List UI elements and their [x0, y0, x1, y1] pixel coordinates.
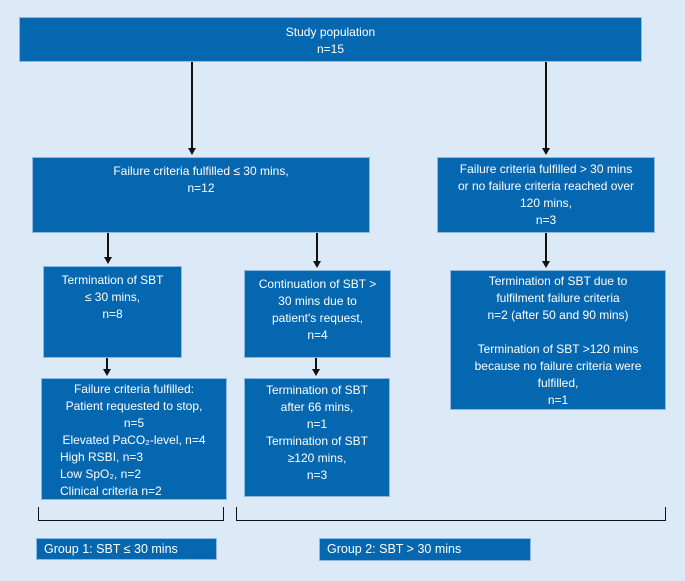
arrow-study-to-failure-gt30 — [542, 62, 551, 155]
arrow-head-icon — [104, 257, 112, 264]
box-text-line: Clinical criteria n=2 — [60, 484, 162, 498]
arrow-shaft — [545, 62, 547, 148]
arrow-head-icon — [542, 148, 550, 155]
box-text-line: Study population — [285, 25, 376, 39]
box-text-line: Elevated PaCO₂-level, n=4 — [62, 433, 206, 447]
box-text-line: Continuation of SBT > — [258, 277, 377, 291]
group2-label-box: Group 2: SBT > 30 mins — [319, 538, 531, 561]
arrow-shaft — [107, 233, 109, 257]
box-text-line: or no failure criteria reached over — [457, 179, 635, 193]
box-text-line: n=1 — [306, 417, 328, 431]
arrow-termination-le30-to-failure-detail — [103, 358, 112, 376]
box-text-line: Termination of SBT >120 mins — [477, 342, 639, 356]
box-text-line: n=3 — [306, 468, 328, 482]
box-text-line: because no failure criteria were — [474, 359, 642, 373]
arrow-shaft — [316, 233, 318, 261]
box-failure-detail: Failure criteria fulfilled: Patient requ… — [41, 378, 227, 500]
box-text-line: Failure criteria fulfilled ≤ 30 mins, — [113, 164, 289, 178]
arrow-failure-le30-to-continuation — [313, 233, 322, 268]
box-text-line — [451, 324, 665, 341]
box-text-line: fulfilled, — [537, 376, 579, 390]
box-text-line: Failure criteria fulfilled > 30 mins — [459, 162, 633, 176]
arrow-shaft — [106, 358, 108, 369]
box-termination-le30: Termination of SBT ≤ 30 mins, n=8 — [43, 266, 182, 358]
box-text-line: Termination of SBT due to — [488, 274, 628, 288]
box-termination-right: Termination of SBT due to fulfilment fai… — [450, 270, 666, 410]
group1-label-box: Group 1: SBT ≤ 30 mins — [36, 538, 217, 560]
group1-bracket — [38, 507, 224, 521]
box-text-line: n=4 — [307, 328, 328, 342]
box-text-line: patient's request, — [271, 311, 363, 325]
box-text-line: Low SpO₂, n=2 — [60, 467, 142, 481]
arrow-head-icon — [103, 369, 111, 376]
arrow-study-to-failure-le30 — [188, 62, 197, 155]
arrow-shaft — [545, 233, 547, 261]
box-text-line: High RSBI, n=3 — [60, 450, 144, 464]
box-termination-detail: Termination of SBT after 66 mins, n=1 Te… — [244, 378, 390, 497]
group2-bracket — [236, 507, 666, 521]
box-text-line: ≥120 mins, — [287, 451, 347, 465]
arrow-failure-le30-to-termination-le30 — [104, 233, 113, 264]
arrow-head-icon — [313, 261, 321, 268]
box-text-line: Termination of SBT — [265, 434, 369, 448]
group2-label: Group 2: SBT > 30 mins — [327, 542, 462, 556]
box-text-line: n=12 — [187, 181, 215, 195]
box-text-line: Patient requested to stop, — [65, 399, 203, 413]
box-text-line: n=5 — [123, 416, 145, 430]
box-text-line: n=8 — [102, 307, 123, 321]
box-failure-criteria-le30: Failure criteria fulfilled ≤ 30 mins, n=… — [32, 157, 370, 233]
box-text-line: after 66 mins, — [280, 400, 354, 414]
box-text-line: n=2 (after 50 and 90 mins) — [487, 308, 629, 322]
box-failure-criteria-gt30: Failure criteria fulfilled > 30 mins or … — [437, 157, 655, 233]
arrow-shaft — [191, 62, 193, 148]
box-text-line: Termination of SBT — [61, 273, 164, 287]
arrow-head-icon — [312, 369, 320, 376]
box-text-line: n=15 — [316, 42, 345, 56]
box-text-line: 120 mins, — [519, 196, 573, 210]
box-text-line: n=3 — [535, 213, 557, 227]
arrow-continuation-to-termination-detail — [312, 358, 321, 376]
box-text-line: 30 mins due to — [278, 294, 357, 308]
box-text-line: Failure criteria fulfilled: — [73, 382, 195, 396]
group1-label: Group 1: SBT ≤ 30 mins — [44, 542, 178, 556]
box-study-population: Study population n=15 — [19, 17, 642, 62]
arrow-head-icon — [188, 148, 196, 155]
box-text-line: ≤ 30 mins, — [84, 290, 141, 304]
box-text-line: fulfilment failure criteria — [496, 291, 620, 305]
box-continuation-gt30: Continuation of SBT > 30 mins due to pat… — [244, 270, 391, 358]
arrow-shaft — [315, 358, 317, 369]
arrow-head-icon — [542, 261, 550, 268]
box-text-line: n=1 — [547, 393, 569, 407]
box-text-line: Termination of SBT — [265, 383, 369, 397]
arrow-failure-gt30-to-termination-right — [542, 233, 551, 268]
